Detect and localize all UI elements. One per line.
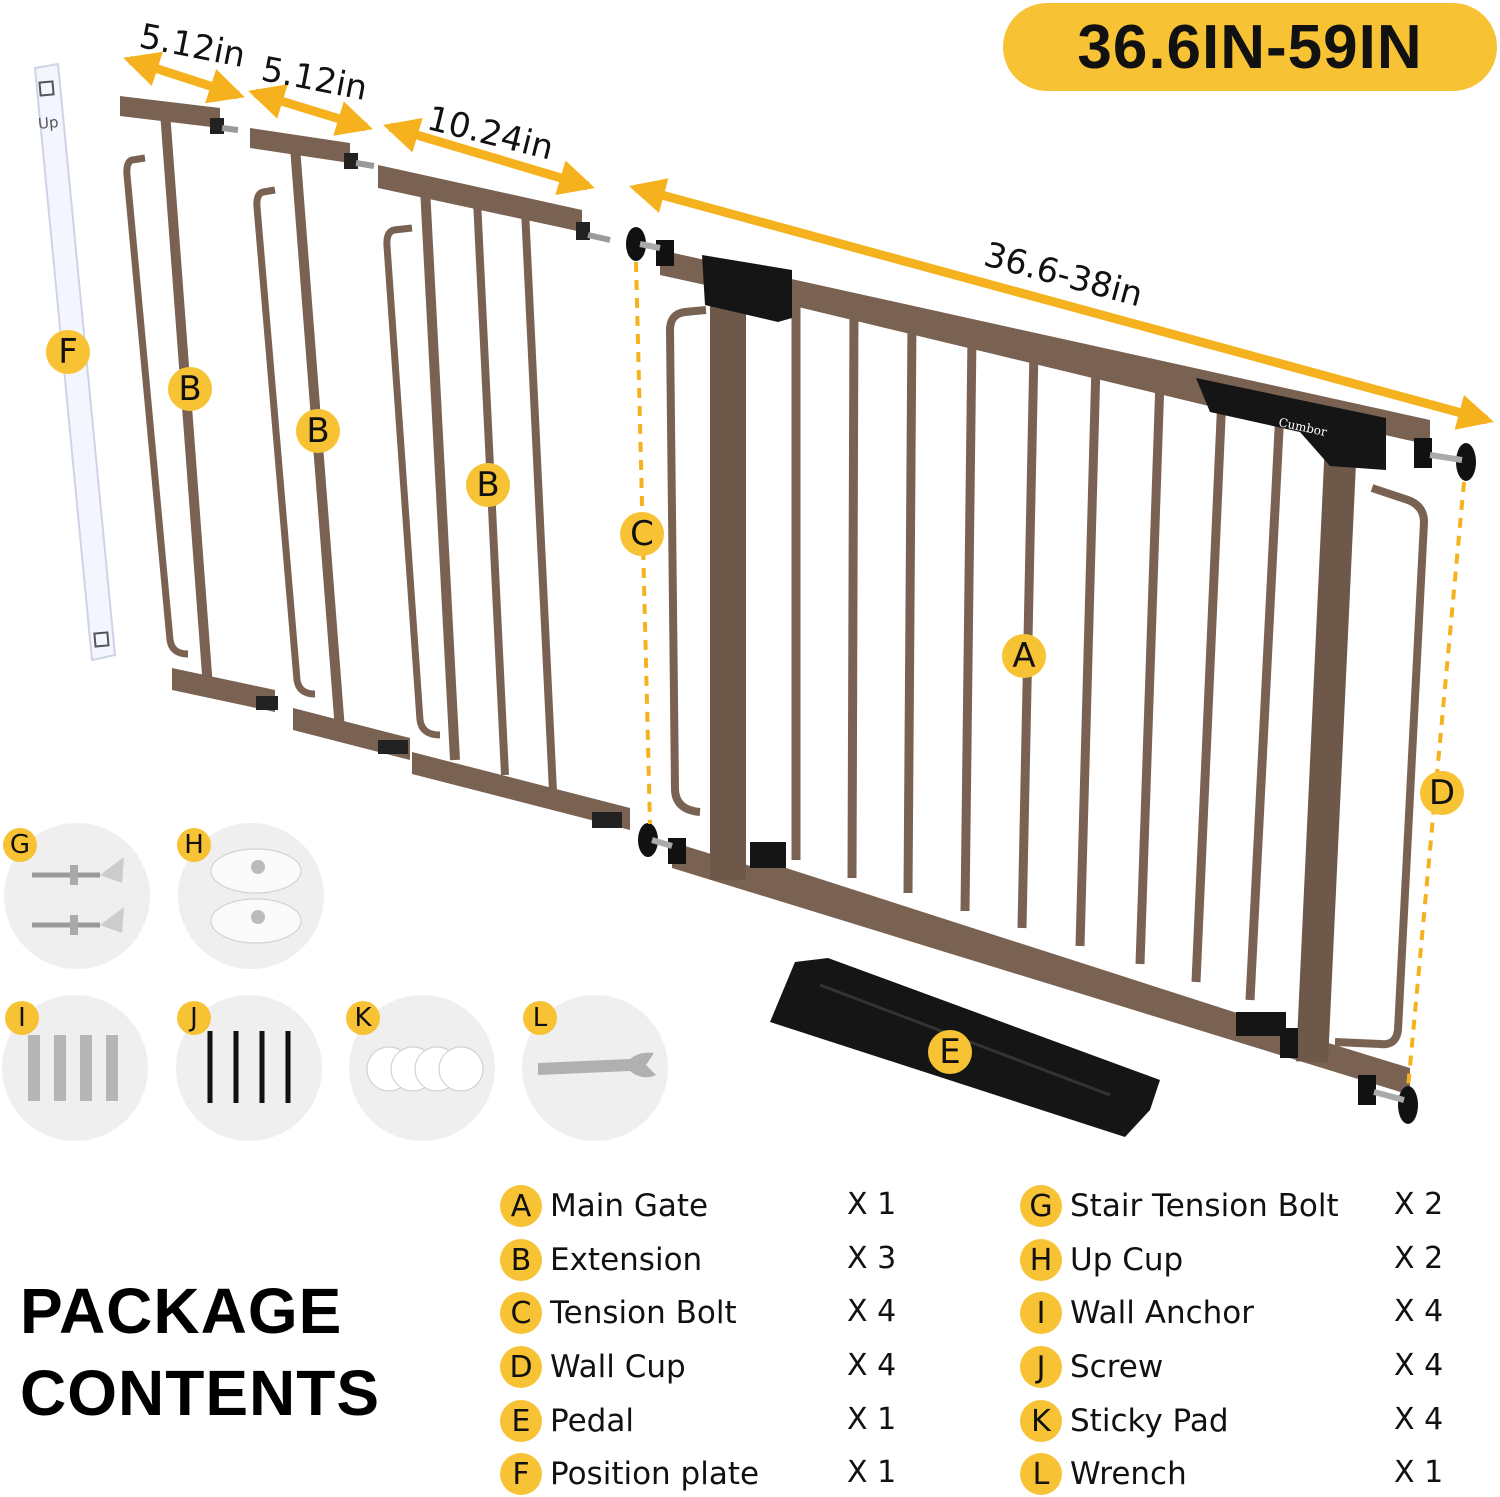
item-qty: X 4: [847, 1294, 897, 1329]
stair-tension-bolt-icon: [32, 857, 124, 935]
item-letter: B: [500, 1239, 542, 1281]
item-name: Sticky Pad: [1070, 1403, 1229, 1439]
title-line-2: CONTENTS: [20, 1357, 380, 1429]
package-contents-title: PACKAGE CONTENTS: [20, 1270, 380, 1434]
item-qty: X 4: [847, 1348, 897, 1383]
item-qty: X 3: [847, 1241, 897, 1276]
size-range-pill: 36.6IN-59IN: [1003, 3, 1497, 91]
label-l: L: [523, 1001, 557, 1035]
list-item: J Screw: [1020, 1345, 1163, 1389]
label-b-1: B: [168, 367, 212, 411]
list-item: K Sticky Pad: [1020, 1399, 1229, 1443]
item-name: Tension Bolt: [550, 1295, 737, 1331]
label-b-2: B: [296, 409, 340, 453]
item-qty: X 2: [1394, 1241, 1444, 1276]
label-i: I: [5, 1001, 39, 1035]
tension-bolts: [626, 227, 1476, 1124]
item-qty: X 4: [1394, 1348, 1444, 1383]
item-qty: X 1: [847, 1402, 897, 1437]
item-name: Main Gate: [550, 1188, 709, 1224]
main-gate: Cumbor: [660, 250, 1430, 1095]
list-item: A Main Gate: [500, 1184, 708, 1228]
item-letter: A: [500, 1185, 542, 1227]
item-qty: X 4: [1394, 1402, 1444, 1437]
sticky-pad-icon: [366, 1046, 484, 1092]
up-cup-icon: [210, 848, 302, 944]
label-j: J: [177, 1001, 211, 1035]
item-name: Pedal: [550, 1403, 634, 1439]
item-name: Extension: [550, 1242, 703, 1278]
item-name: Position plate: [550, 1456, 760, 1492]
list-item: E Pedal: [500, 1399, 634, 1443]
list-item: B Extension: [500, 1238, 702, 1282]
label-h: H: [177, 828, 211, 862]
label-c: C: [620, 512, 664, 556]
label-f: F: [46, 330, 90, 374]
item-letter: J: [1020, 1346, 1062, 1388]
title-line-1: PACKAGE: [20, 1275, 343, 1347]
label-b-3: B: [466, 463, 510, 507]
list-item: F Position plate: [500, 1452, 759, 1496]
item-letter: G: [1020, 1185, 1062, 1227]
item-name: Screw: [1070, 1349, 1164, 1385]
list-item: L Wrench: [1020, 1452, 1187, 1496]
item-letter: E: [500, 1400, 542, 1442]
label-e: E: [928, 1030, 972, 1074]
label-g: G: [3, 828, 37, 862]
list-item: D Wall Cup: [500, 1345, 686, 1389]
position-plate-text: Up: [37, 113, 60, 133]
item-qty: X 1: [1394, 1455, 1444, 1490]
item-letter: H: [1020, 1239, 1062, 1281]
item-letter: K: [1020, 1400, 1062, 1442]
list-item: G Stair Tension Bolt: [1020, 1184, 1339, 1228]
label-k: K: [346, 1001, 380, 1035]
list-item: C Tension Bolt: [500, 1291, 737, 1335]
gate-illustration: Cumbor: [33, 51, 1494, 1137]
item-letter: I: [1020, 1292, 1062, 1334]
wall-anchor-icon: [28, 1035, 118, 1101]
wrench-icon: [538, 1052, 656, 1078]
item-name: Stair Tension Bolt: [1070, 1188, 1339, 1224]
item-letter: D: [500, 1346, 542, 1388]
item-name: Wall Cup: [550, 1349, 686, 1385]
item-name: Up Cup: [1070, 1242, 1184, 1278]
guide-lines: [634, 261, 1466, 1089]
item-name: Wall Anchor: [1070, 1295, 1255, 1331]
item-qty: X 1: [847, 1187, 897, 1222]
screw-icon: [207, 1031, 291, 1103]
label-d: D: [1420, 771, 1464, 815]
label-a: A: [1002, 634, 1046, 678]
item-name: Wrench: [1070, 1456, 1187, 1492]
dimension-arrows: [123, 51, 1494, 430]
item-letter: L: [1020, 1453, 1062, 1495]
list-item: H Up Cup: [1020, 1238, 1183, 1282]
item-qty: X 2: [1394, 1187, 1444, 1222]
list-item: I Wall Anchor: [1020, 1291, 1254, 1335]
item-qty: X 1: [847, 1455, 897, 1490]
item-letter: F: [500, 1453, 542, 1495]
item-letter: C: [500, 1292, 542, 1334]
item-qty: X 4: [1394, 1294, 1444, 1329]
